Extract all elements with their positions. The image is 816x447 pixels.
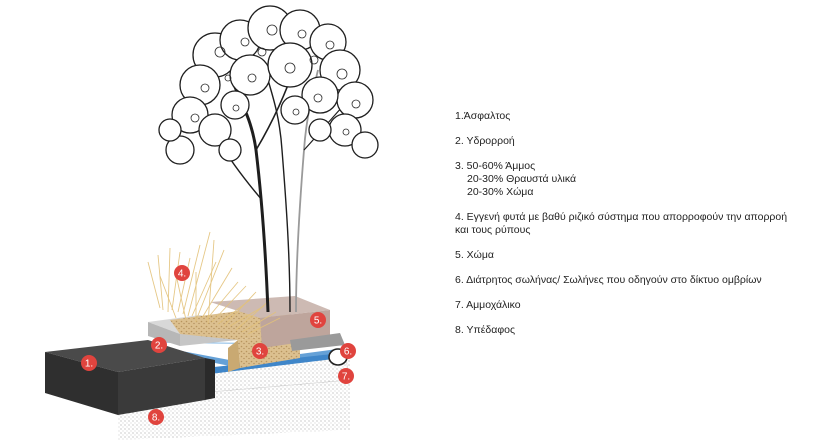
legend-item-native-plants: 4. Εγγενή φυτά με βαθύ ριζικό σύστημα πο… bbox=[455, 211, 810, 237]
marker-2: 2. bbox=[151, 337, 167, 353]
tree-canopy bbox=[158, 5, 379, 165]
marker-2-label: 2. bbox=[155, 341, 163, 352]
marker-1: 1. bbox=[81, 355, 97, 371]
legend-line: 7. Αμμοχάλικο bbox=[455, 299, 521, 311]
bioretention-diagram: 1. 2. 3. 4. 5. 6. 7. 8. bbox=[45, 5, 379, 440]
legend-line: 6. Διάτρητος σωλήνας/ Σωλήνες που οδηγού… bbox=[455, 274, 762, 286]
legend-line: 1.Άσφαλτος bbox=[455, 110, 511, 122]
legend-line: 8. Υπέδαφος bbox=[455, 324, 516, 336]
marker-3-label: 3. bbox=[256, 347, 264, 358]
legend-item-soil: 5. Χώμα bbox=[455, 249, 810, 262]
legend-line: 20-30% Θραυστά υλικά bbox=[467, 173, 577, 185]
legend-item-subsoil: 8. Υπέδαφος bbox=[455, 324, 810, 337]
legend-line: 3. 50-60% Άμμος bbox=[455, 160, 536, 172]
marker-3: 3. bbox=[252, 343, 268, 359]
legend-item-asphalt: 1.Άσφαλτος bbox=[455, 110, 810, 123]
marker-5-label: 5. bbox=[314, 316, 322, 327]
marker-6: 6. bbox=[340, 343, 356, 359]
marker-7-label: 7. bbox=[342, 372, 350, 383]
legend-item-gravel: 7. Αμμοχάλικο bbox=[455, 299, 810, 312]
legend-line: και τους ρύπους bbox=[455, 224, 531, 236]
legend-item-filter-media: 3. 50-60% Άμμος 20-30% Θραυστά υλικά 20-… bbox=[455, 160, 810, 199]
legend-line: 2. Υδρορροή bbox=[455, 135, 515, 147]
legend-line: 4. Εγγενή φυτά με βαθύ ριζικό σύστημα πο… bbox=[455, 211, 788, 223]
legend-item-perforated-pipe: 6. Διάτρητος σωλήνας/ Σωλήνες που οδηγού… bbox=[455, 274, 810, 287]
marker-1-label: 1. bbox=[85, 359, 93, 370]
marker-8: 8. bbox=[148, 409, 164, 425]
legend-line: 20-30% Χώμα bbox=[467, 186, 534, 198]
native-grasses bbox=[147, 231, 281, 335]
marker-5: 5. bbox=[310, 312, 326, 328]
tree-canopy-texture bbox=[190, 24, 361, 136]
legend-line: 5. Χώμα bbox=[455, 249, 494, 261]
legend-item-gutter: 2. Υδρορροή bbox=[455, 135, 810, 148]
marker-8-label: 8. bbox=[152, 413, 160, 424]
marker-6-label: 6. bbox=[344, 347, 352, 358]
marker-4: 4. bbox=[174, 265, 190, 281]
marker-4-label: 4. bbox=[178, 269, 186, 280]
legend: 1.Άσφαλτος 2. Υδρορροή 3. 50-60% Άμμος 2… bbox=[455, 110, 810, 349]
marker-7: 7. bbox=[338, 368, 354, 384]
